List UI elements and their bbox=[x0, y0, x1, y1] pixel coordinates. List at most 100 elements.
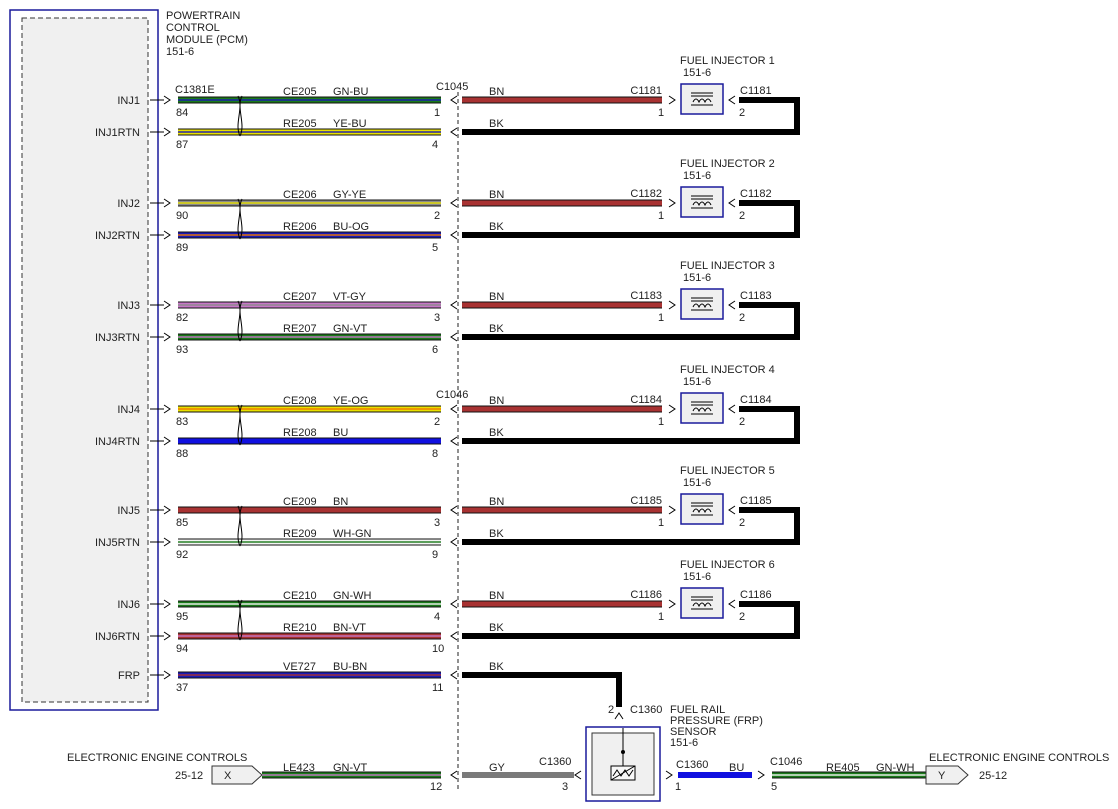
circuit-number: CE206 bbox=[283, 189, 317, 201]
inline-terminal bbox=[450, 670, 458, 680]
frp-sensor-gy-pin: 3 bbox=[562, 781, 568, 793]
pcm-terminal bbox=[163, 300, 171, 310]
eec-left-title: ELECTRONIC ENGINE CONTROLS bbox=[67, 752, 247, 764]
pcm-pin-label: INJ5RTN bbox=[95, 537, 140, 549]
eec-right-color-code: GN-WH bbox=[876, 762, 915, 774]
frp-sensor-signal-pin: 2 bbox=[608, 704, 614, 716]
pcm-signal-wire bbox=[178, 301, 441, 309]
injector-pin-out: 2 bbox=[739, 611, 745, 623]
twisted-pair-mark bbox=[239, 95, 243, 137]
pcm-return-wire-stripe bbox=[178, 234, 441, 236]
pcm-pin-label: FRP bbox=[118, 670, 140, 682]
injector-ref: 151-6 bbox=[683, 170, 711, 182]
inline-pin-number: 3 bbox=[434, 517, 440, 529]
twisted-pair-mark bbox=[237, 300, 241, 342]
coil-icon bbox=[692, 602, 712, 608]
injector-pin-out: 2 bbox=[739, 416, 745, 428]
inline-pin-number: 6 bbox=[432, 344, 438, 356]
inline-terminal bbox=[450, 505, 458, 515]
inline-pin-number: 3 bbox=[434, 312, 440, 324]
pcm-pin-label: INJ3 bbox=[117, 300, 140, 312]
injector-connector-right: C1186 bbox=[740, 589, 772, 601]
pcm-return-wire-stripe bbox=[178, 635, 441, 637]
inline-terminal bbox=[450, 332, 458, 342]
harness-color: BK bbox=[489, 622, 504, 634]
injector-connector-right: C1183 bbox=[740, 290, 772, 302]
eec-left-inline-pin: 12 bbox=[430, 781, 442, 793]
injector-terminal-out bbox=[728, 505, 736, 515]
pcm-pin-number: 37 bbox=[176, 682, 188, 694]
pcm-return-wire bbox=[178, 333, 441, 341]
frp-bk-wire bbox=[462, 672, 622, 707]
injector-pin-out: 2 bbox=[739, 210, 745, 222]
harness-return-wire bbox=[462, 601, 800, 639]
injector-pin-in: 1 bbox=[658, 312, 664, 324]
twisted-pair-mark bbox=[239, 404, 243, 446]
circuit-number: RE210 bbox=[283, 622, 317, 634]
inline-pin-number: 4 bbox=[432, 139, 438, 151]
injector-connector-right: C1184 bbox=[740, 394, 772, 406]
harness-return-wire bbox=[462, 200, 800, 238]
pcm-return-wire bbox=[178, 128, 441, 136]
wire-color-code: BN bbox=[333, 496, 348, 508]
inline-pin-number: 9 bbox=[432, 549, 438, 561]
pcm-pin-number: 90 bbox=[176, 210, 188, 222]
injector-ref: 151-6 bbox=[683, 571, 711, 583]
pcm-terminal bbox=[163, 670, 171, 680]
wire-color-code: BU bbox=[333, 427, 348, 439]
circuit-number: RE207 bbox=[283, 323, 317, 335]
injector-connector-left: C1184 bbox=[630, 394, 662, 406]
pcm-terminal bbox=[163, 537, 171, 547]
eec-left-ref: 25-12 bbox=[175, 770, 203, 782]
inline-pin-number: 11 bbox=[432, 682, 443, 694]
wire-color-code: GN-BU bbox=[333, 86, 369, 98]
pcm-signal-wire-stripe bbox=[178, 509, 441, 511]
circuit-number: CE209 bbox=[283, 496, 317, 508]
fuel-injector-box bbox=[680, 493, 724, 525]
coil-icon bbox=[692, 407, 712, 413]
eec-right-inline-terminal bbox=[757, 770, 765, 780]
pcm-pin-label: INJ1 bbox=[117, 95, 140, 107]
pcm-pin-number: 84 bbox=[176, 107, 188, 119]
wire-color-code: BU-BN bbox=[333, 661, 367, 673]
wire-color-code: GN-WH bbox=[333, 590, 372, 602]
injector-pin-in: 1 bbox=[658, 107, 664, 119]
pcm-return-wire bbox=[178, 538, 441, 546]
pcm-terminal bbox=[163, 404, 171, 414]
eec-left-harness-connector: C1360 bbox=[539, 756, 571, 768]
pcm-return-wire-stripe bbox=[178, 336, 441, 338]
eec-left-circuit: LE423 bbox=[283, 762, 315, 774]
injector-pin-out: 2 bbox=[739, 517, 745, 529]
inline-terminal bbox=[450, 127, 458, 137]
frp-signal-wire bbox=[178, 671, 441, 679]
injector-terminal-in bbox=[668, 198, 676, 208]
harness-color: BK bbox=[489, 427, 504, 439]
circuit-number: RE206 bbox=[283, 221, 317, 233]
wire-color-code: BN-VT bbox=[333, 622, 366, 634]
harness-return-wire bbox=[462, 507, 800, 545]
pcm-signal-wire bbox=[178, 96, 441, 104]
injector-title: FUEL INJECTOR 3 bbox=[680, 260, 775, 272]
injector-pin-out: 2 bbox=[739, 312, 745, 324]
pcm-title-line-3: MODULE (PCM) bbox=[166, 34, 248, 46]
pcm-terminal bbox=[163, 230, 171, 240]
pcm-signal-wire-stripe bbox=[178, 304, 441, 306]
circuit-number: RE209 bbox=[283, 528, 317, 540]
harness-color: BN bbox=[489, 590, 504, 602]
pcm-pin-label: INJ4RTN bbox=[95, 436, 140, 448]
inline-pin-number: 8 bbox=[432, 448, 438, 460]
pcm-pin-number: 95 bbox=[176, 611, 188, 623]
eec-left-wire bbox=[262, 770, 458, 780]
frp-harness-color: BK bbox=[489, 661, 504, 673]
injector-terminal-in bbox=[668, 95, 676, 105]
pcm-return-wire-stripe bbox=[178, 440, 441, 442]
eec-right-circuit: RE405 bbox=[826, 762, 860, 774]
eec-left-wire-body bbox=[262, 771, 441, 779]
injector-pin-in: 1 bbox=[658, 416, 664, 428]
pcm-pin-label: INJ4 bbox=[117, 404, 140, 416]
inline-terminal bbox=[450, 599, 458, 609]
